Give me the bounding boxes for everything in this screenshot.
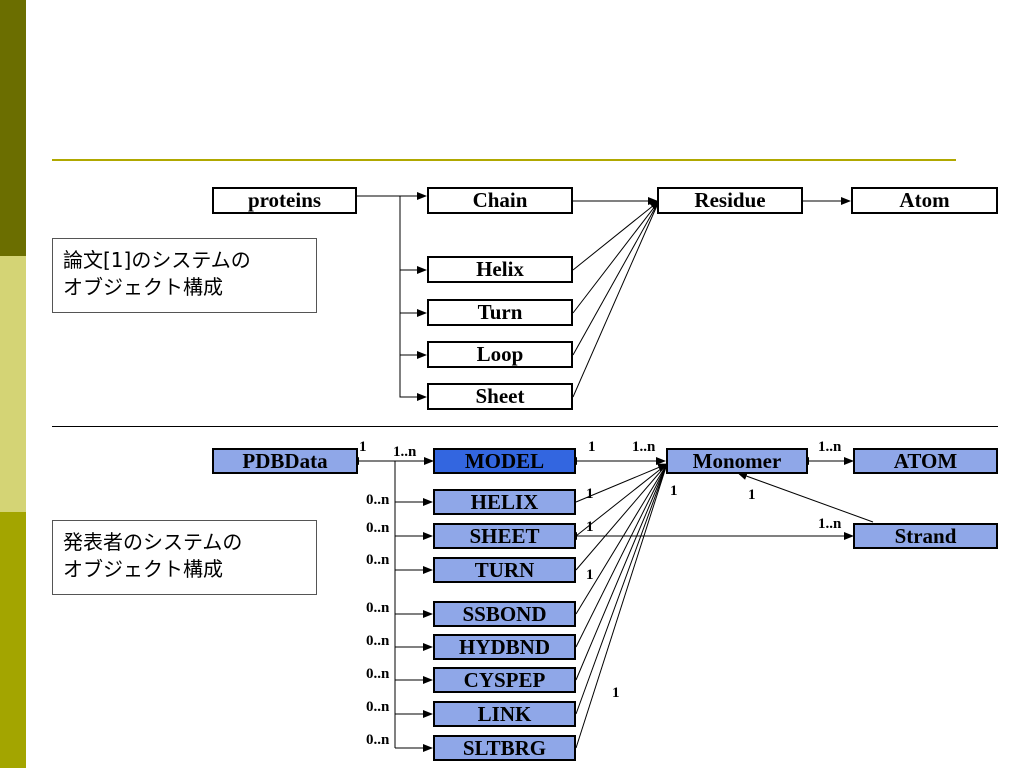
node-helix-blue: HELIX — [433, 489, 576, 515]
mult-cyspep-0n: 0..n — [366, 666, 390, 682]
mult-bond-one: 1 — [612, 685, 620, 701]
node-sltbrg: SLTBRG — [433, 735, 576, 761]
node-loop: Loop — [427, 341, 573, 368]
node-link: LINK — [433, 701, 576, 727]
node-proteins: proteins — [212, 187, 357, 214]
mult-turn-0n: 0..n — [366, 552, 390, 568]
mult-helix-0n: 0..n — [366, 492, 390, 508]
side-stripe-top — [0, 0, 26, 256]
node-sheet-blue: SHEET — [433, 523, 576, 549]
mult-monomer-one-a: 1 — [670, 483, 678, 499]
node-hydbnd: HYDBND — [433, 634, 576, 660]
mult-monomer-1n: 1..n — [632, 439, 656, 455]
node-atom-blue: ATOM — [853, 448, 998, 474]
node-monomer: Monomer — [666, 448, 808, 474]
note-presenter-line-2: オブジェクト構成 — [63, 557, 223, 581]
node-helix: Helix — [427, 256, 573, 283]
note-paper-line-1: 論文[1]のシステムの — [63, 248, 251, 272]
mult-monomer-one-b: 1 — [748, 487, 756, 503]
mult-turn-one: 1 — [586, 567, 594, 583]
mult-model-one: 1 — [588, 439, 596, 455]
node-ssbond: SSBOND — [433, 601, 576, 627]
node-residue: Residue — [657, 187, 803, 214]
node-atom: Atom — [851, 187, 998, 214]
node-sheet: Sheet — [427, 383, 573, 410]
title-rule — [52, 159, 956, 161]
mult-hydbnd-0n: 0..n — [366, 633, 390, 649]
node-pdbdata: PDBData — [212, 448, 358, 474]
mult-helix-one: 1 — [586, 486, 594, 502]
node-chain: Chain — [427, 187, 573, 214]
mult-link-0n: 0..n — [366, 699, 390, 715]
mult-pdb-one: 1 — [359, 439, 367, 455]
mult-ssbond-0n: 0..n — [366, 600, 390, 616]
node-turn: Turn — [427, 299, 573, 326]
node-turn-blue: TURN — [433, 557, 576, 583]
side-stripe-middle — [0, 256, 26, 512]
mult-atom-1n: 1..n — [818, 439, 842, 455]
section-divider — [52, 426, 998, 427]
mult-sheet-0n: 0..n — [366, 520, 390, 536]
mult-strand-1n: 1..n — [818, 516, 842, 532]
node-strand: Strand — [853, 523, 998, 549]
note-presenter-system: 発表者のシステムの オブジェクト構成 — [52, 520, 317, 595]
mult-model-1n: 1..n — [393, 444, 417, 460]
node-model: MODEL — [433, 448, 576, 474]
mult-sltbrg-0n: 0..n — [366, 732, 390, 748]
note-presenter-line-1: 発表者のシステムの — [63, 530, 243, 554]
node-cyspep: CYSPEP — [433, 667, 576, 693]
note-paper-line-2: オブジェクト構成 — [63, 275, 223, 299]
side-stripe-bottom — [0, 512, 26, 768]
note-paper-system: 論文[1]のシステムの オブジェクト構成 — [52, 238, 317, 313]
mult-sheet-one: 1 — [586, 519, 594, 535]
